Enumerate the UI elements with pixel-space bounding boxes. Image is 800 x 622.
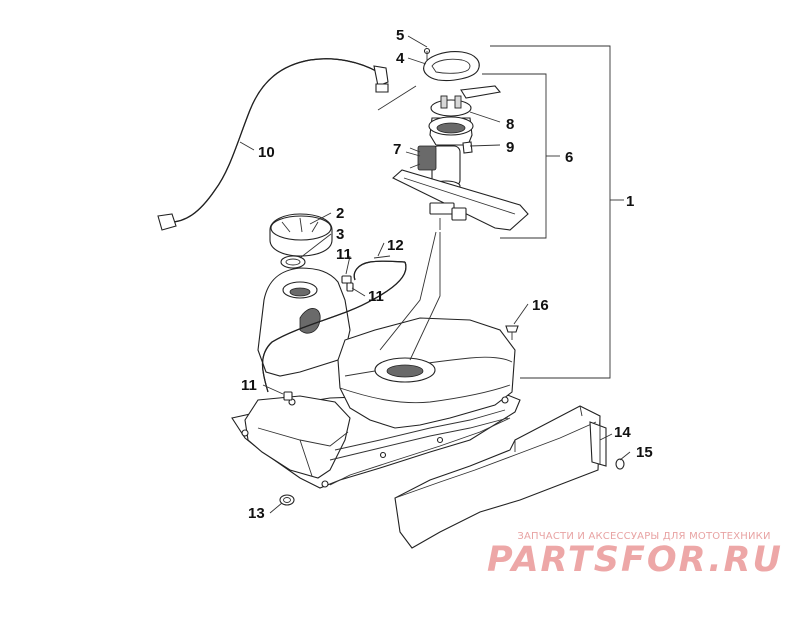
cap-gasket xyxy=(280,255,306,269)
push-rivet xyxy=(505,325,519,340)
callout-12: 12 xyxy=(387,237,404,254)
callout-6: 6 xyxy=(565,149,573,166)
callout-5: 5 xyxy=(396,27,404,44)
callout-4: 4 xyxy=(396,50,405,67)
callout-16: 16 xyxy=(532,297,549,314)
callout-10: 10 xyxy=(258,144,275,161)
callout-1: 1 xyxy=(626,193,634,210)
pump-screw xyxy=(423,47,431,60)
drain-plug xyxy=(279,494,295,506)
callout-14: 14 xyxy=(614,424,631,441)
callout-11-top: 11 xyxy=(336,246,352,263)
callout-11-mid: 11 xyxy=(368,288,384,305)
fuel-hose xyxy=(157,58,389,231)
callout-11-left: 11 xyxy=(241,377,257,394)
watermark-caption: ЗАПЧАСТИ И АКСЕССУАРЫ ДЛЯ МОТОТЕХНИКИ xyxy=(517,531,771,542)
callout-7: 7 xyxy=(393,141,401,158)
callout-3: 3 xyxy=(336,226,344,243)
leader-lines xyxy=(239,35,631,514)
pump-gasket xyxy=(423,51,480,82)
callout-9: 9 xyxy=(506,139,514,156)
watermark-logo: PARTSFOR.RU xyxy=(487,540,783,580)
callout-15: 15 xyxy=(636,444,653,461)
fuel-pump-assembly xyxy=(392,85,529,231)
callout-8: 8 xyxy=(506,116,514,133)
callout-13: 13 xyxy=(248,505,265,522)
callout-labels: 5 4 8 9 7 6 10 1 2 3 11 12 11 16 11 14 1… xyxy=(241,27,653,522)
tank-connector-lines xyxy=(379,231,441,361)
fuel-cap xyxy=(269,213,333,257)
bolt xyxy=(615,458,625,470)
fuel-tank xyxy=(241,267,516,488)
vent-hose xyxy=(261,255,407,401)
callout-2: 2 xyxy=(336,205,344,222)
